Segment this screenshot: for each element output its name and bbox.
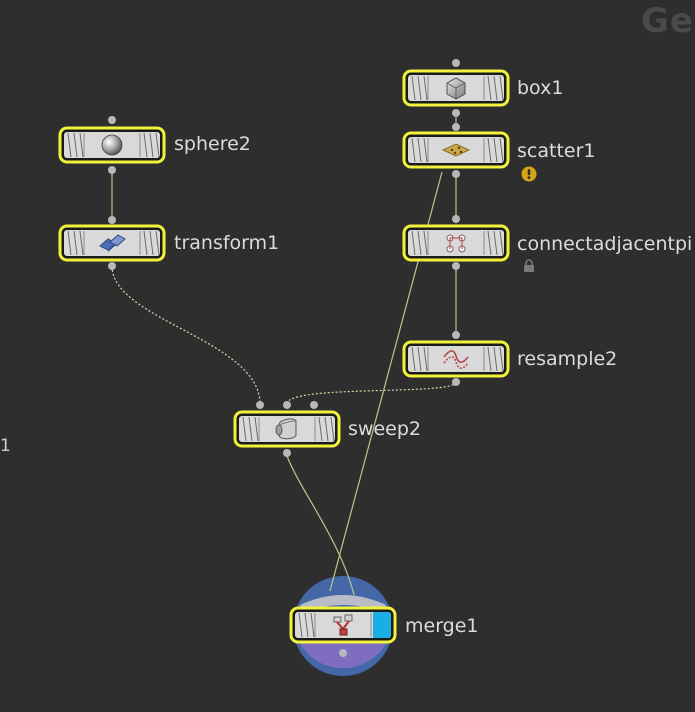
node-merge1[interactable] xyxy=(289,606,397,644)
warning-icon[interactable] xyxy=(521,166,537,182)
node-lock-strip[interactable] xyxy=(143,230,160,256)
sweep2-output[interactable] xyxy=(283,449,291,457)
node-lock-strip[interactable] xyxy=(487,230,504,256)
transform1-output[interactable] xyxy=(108,262,116,270)
box1-output[interactable] xyxy=(452,109,460,117)
lock-icon xyxy=(524,259,534,272)
node-bypass-strip[interactable] xyxy=(411,346,428,372)
node-bypass-strip[interactable] xyxy=(67,230,84,256)
scatter1-output[interactable] xyxy=(452,170,460,178)
transform-icon xyxy=(99,234,126,252)
sphere2-input[interactable] xyxy=(108,116,116,124)
node-body xyxy=(408,230,504,256)
node-connectadjacentpieces1[interactable] xyxy=(402,224,510,262)
connectadjacent-input[interactable] xyxy=(452,215,460,223)
node-lock-strip[interactable] xyxy=(487,346,504,372)
node-label-box1[interactable]: box1 xyxy=(517,77,564,99)
sweep2-input-2[interactable] xyxy=(283,401,291,409)
node-body xyxy=(408,346,504,372)
node-bypass-strip[interactable] xyxy=(411,75,428,101)
sweep2-input-1[interactable] xyxy=(256,401,264,409)
wire-transform1-sweep2 xyxy=(111,265,261,405)
node-lock-strip[interactable] xyxy=(487,137,504,163)
node-lock-strip[interactable] xyxy=(487,75,504,101)
node-bypass-strip[interactable] xyxy=(411,137,428,163)
node-body xyxy=(295,612,391,638)
merge1-output[interactable] xyxy=(339,649,347,657)
display-flag[interactable] xyxy=(373,612,391,638)
sweep-icon xyxy=(275,418,297,440)
merge-icon xyxy=(333,614,353,636)
transform1-input[interactable] xyxy=(108,216,116,224)
node-bypass-strip[interactable] xyxy=(411,230,428,256)
box1-input[interactable] xyxy=(452,59,460,67)
node-lock-strip[interactable] xyxy=(143,132,160,158)
wire-sweep2-merge1 xyxy=(286,455,355,596)
sphere2-output[interactable] xyxy=(108,166,116,174)
node-label-resample2[interactable]: resample2 xyxy=(517,348,618,370)
wire-resample2-sweep2 xyxy=(286,381,457,405)
resample2-output[interactable] xyxy=(452,378,460,386)
network-context-title: Ge xyxy=(641,1,694,41)
node-lock-strip[interactable] xyxy=(318,416,335,442)
node-label-transform1[interactable]: transform1 xyxy=(174,232,280,254)
node-bypass-strip[interactable] xyxy=(298,612,315,638)
node-label-scatter1[interactable]: scatter1 xyxy=(517,140,596,162)
connectadjacent-output[interactable] xyxy=(452,262,460,270)
scatter1-input[interactable] xyxy=(452,123,460,131)
node-label-sphere2[interactable]: sphere2 xyxy=(174,133,251,155)
node-bypass-strip[interactable] xyxy=(67,132,84,158)
node-label-merge1[interactable]: merge1 xyxy=(405,615,479,637)
sweep2-input-3[interactable] xyxy=(310,401,318,409)
node-label-sweep2[interactable]: sweep2 xyxy=(348,418,421,440)
node-bypass-strip[interactable] xyxy=(242,416,259,442)
scatter-icon xyxy=(441,143,471,157)
node-icons xyxy=(99,77,471,636)
connector-dots xyxy=(108,59,460,657)
sphere-icon xyxy=(101,134,123,156)
resample2-input[interactable] xyxy=(452,331,460,339)
offscreen-node-label-fragment: 1 xyxy=(0,436,11,456)
box-icon xyxy=(446,77,466,100)
node-resample2[interactable] xyxy=(402,340,510,378)
connect-adjacent-icon xyxy=(446,234,466,253)
node-label-connectadjacentpieces[interactable]: connectadjacentpi xyxy=(517,233,693,255)
resample-icon xyxy=(443,350,469,369)
